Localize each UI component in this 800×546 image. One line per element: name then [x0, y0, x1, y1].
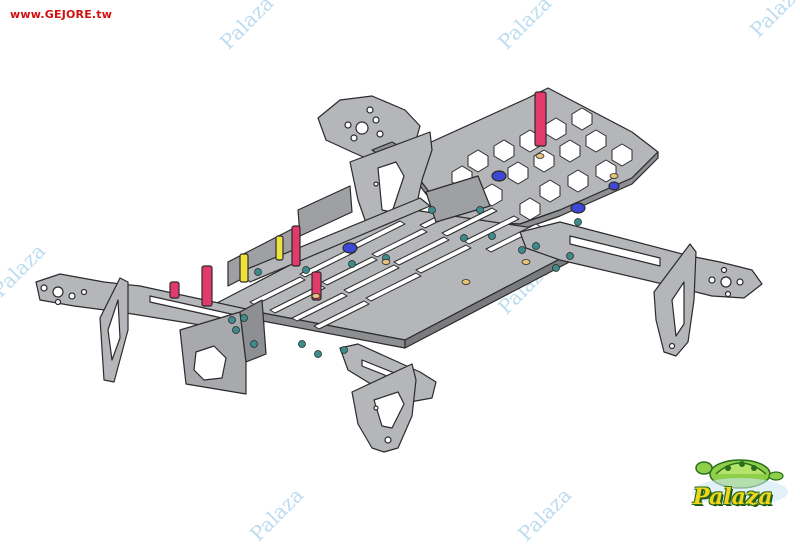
front-left-leg [99, 277, 129, 383]
front-right-leg [653, 243, 697, 357]
blue-nuts [342, 170, 620, 254]
front-left-arm [35, 273, 265, 333]
teal-screws [228, 206, 582, 358]
front-right-arm [519, 221, 763, 299]
yellow-standoffs [239, 235, 284, 283]
side-rail-plates [227, 175, 491, 287]
red-standoffs [169, 91, 547, 307]
quadcopter-frame-drawing [35, 87, 763, 453]
turtle-icon [692, 459, 788, 506]
front-lower-leg [351, 363, 417, 453]
site-url-label: www.GEJORE.tw [10, 8, 113, 21]
palaza-logo: Palaza [688, 446, 794, 516]
gold-washers [311, 153, 619, 299]
logo-word: Palaza [693, 484, 773, 510]
